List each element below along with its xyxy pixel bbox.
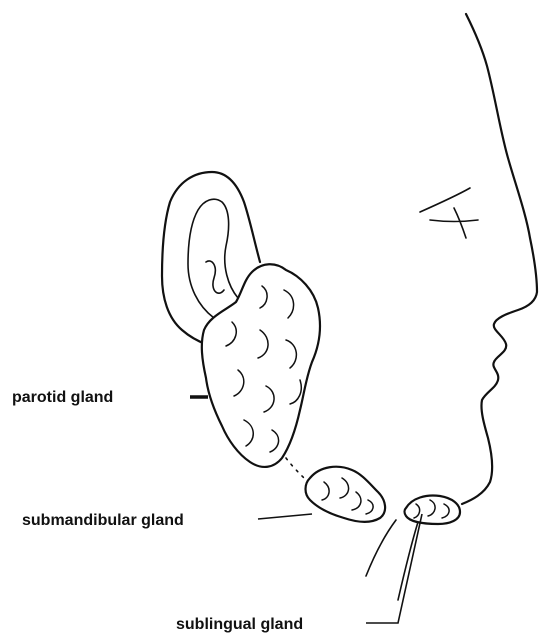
sublingual-gland (405, 496, 461, 525)
submandibular-gland-label: submandibular gland (22, 512, 184, 529)
neck-line-back (366, 520, 396, 576)
sublingual-gland-label: sublingual gland (176, 616, 303, 633)
submandibular-leader-line (258, 514, 312, 519)
parotid-gland-label: parotid gland (12, 389, 113, 406)
face-profile (462, 14, 537, 504)
duct-dots (286, 458, 304, 478)
parotid-gland (202, 264, 320, 467)
ear-inner (188, 199, 238, 318)
sublingual-leader-line (366, 514, 422, 623)
neck-line-front (398, 522, 418, 600)
eye (420, 188, 478, 238)
submandibular-gland (306, 467, 386, 522)
